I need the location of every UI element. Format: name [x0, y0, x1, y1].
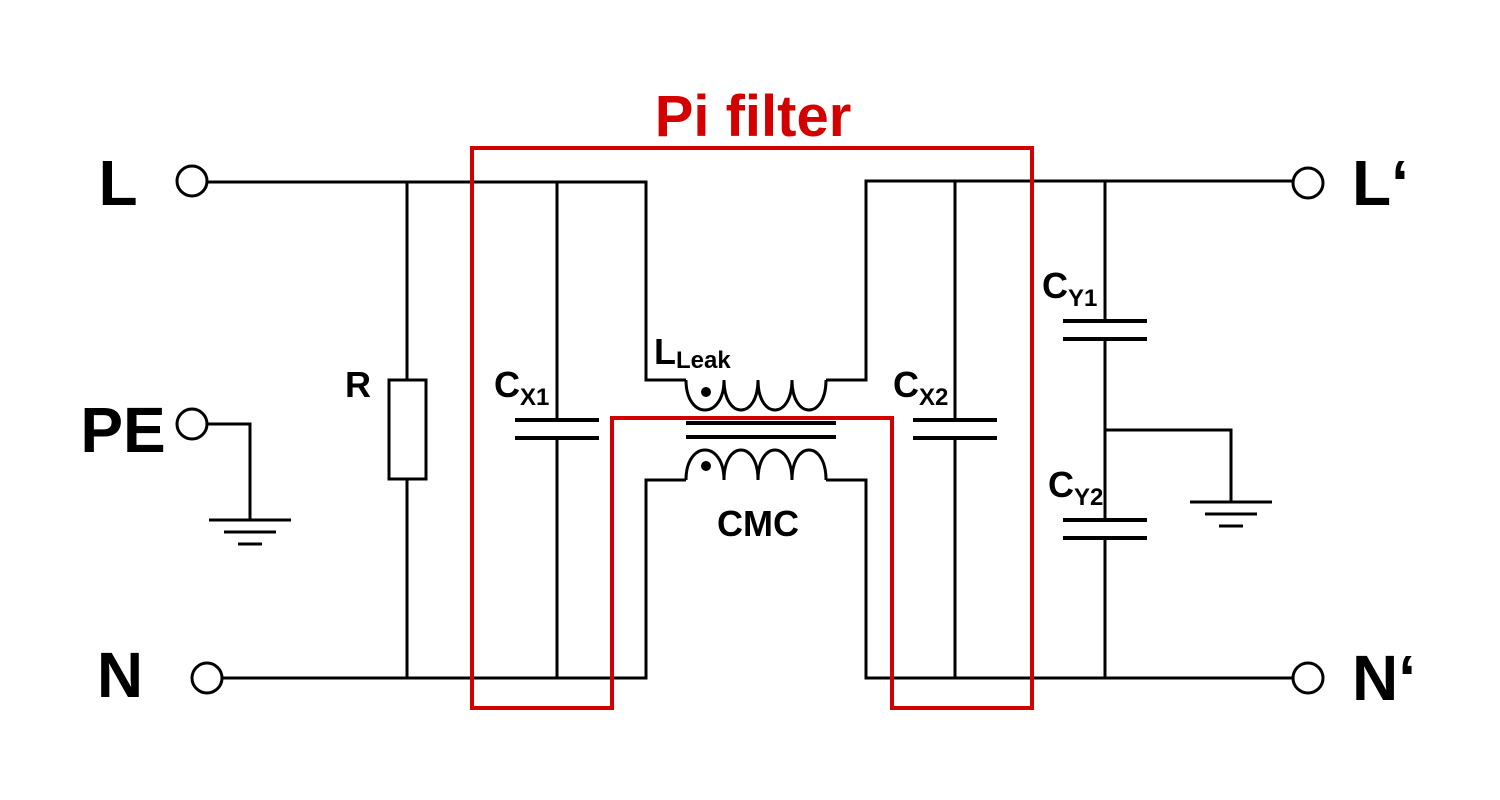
pi-filter-title: Pi filter: [655, 84, 852, 149]
terminal-l-out-connector: [1291, 166, 1325, 200]
wire-line-left: [207, 180, 686, 382]
terminal-label-pe: PE: [80, 394, 165, 466]
terminal-label-l: L: [98, 147, 137, 219]
capacitor-cx1: [515, 182, 599, 678]
terminal-label-l-out: L‘: [1352, 147, 1409, 219]
capacitor-cx2: [913, 181, 997, 678]
terminal-label-n: N: [97, 639, 143, 711]
wire-line-right: [826, 179, 1293, 382]
wire-neutral-right: [826, 478, 1293, 680]
polarity-dot-bottom: [701, 461, 711, 471]
resistor-label: R: [345, 364, 371, 405]
terminal-n-connector: [190, 661, 224, 695]
lleak-label: LLeak: [654, 331, 731, 374]
cmc-label: CMC: [717, 503, 799, 544]
cx1-label: CX1: [494, 364, 549, 411]
terminal-label-n-out: N‘: [1352, 642, 1416, 714]
terminal-n-out-connector: [1291, 661, 1325, 695]
wire-neutral-left: [222, 478, 686, 680]
terminal-l-connector: [175, 164, 209, 198]
terminal-pe-connector: [175, 407, 209, 441]
pe-ground: [207, 422, 291, 546]
cx2-label: CX2: [893, 364, 948, 411]
common-mode-choke: [684, 379, 836, 481]
resistor-r: [387, 182, 428, 678]
capacitors-cy: [1063, 181, 1272, 678]
cy1-label: CY1: [1042, 265, 1097, 312]
cy2-label: CY2: [1048, 464, 1103, 511]
pi-filter-outline: [470, 146, 1034, 710]
polarity-dot-top: [701, 387, 711, 397]
